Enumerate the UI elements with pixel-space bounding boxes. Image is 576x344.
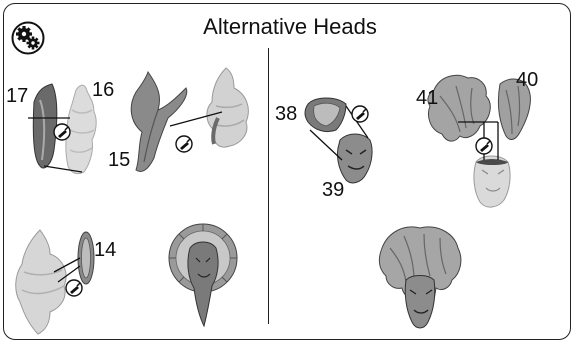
page-title: Alternative Heads — [120, 14, 460, 40]
glue-tube-icon — [352, 106, 368, 122]
part-number-17: 17 — [6, 86, 28, 106]
assembled-hair-head-illustration — [374, 218, 466, 334]
assembled-halo-head-illustration — [162, 218, 244, 332]
part-number-38: 38 — [275, 104, 297, 124]
part-number-14: 14 — [94, 240, 116, 260]
glue-tube-icon — [54, 124, 70, 140]
glue-tube-icon — [476, 138, 492, 154]
section-divider — [268, 48, 269, 324]
glue-tube-icon — [176, 136, 192, 152]
gears-icon — [11, 21, 45, 55]
part-number-15: 15 — [108, 150, 130, 170]
head-part-15-illustration — [118, 66, 268, 184]
glue-tube-icon — [66, 280, 82, 296]
part-number-40: 40 — [516, 70, 538, 90]
part-number-39: 39 — [322, 180, 344, 200]
part-number-41: 41 — [416, 88, 438, 108]
part-number-16: 16 — [92, 80, 114, 100]
